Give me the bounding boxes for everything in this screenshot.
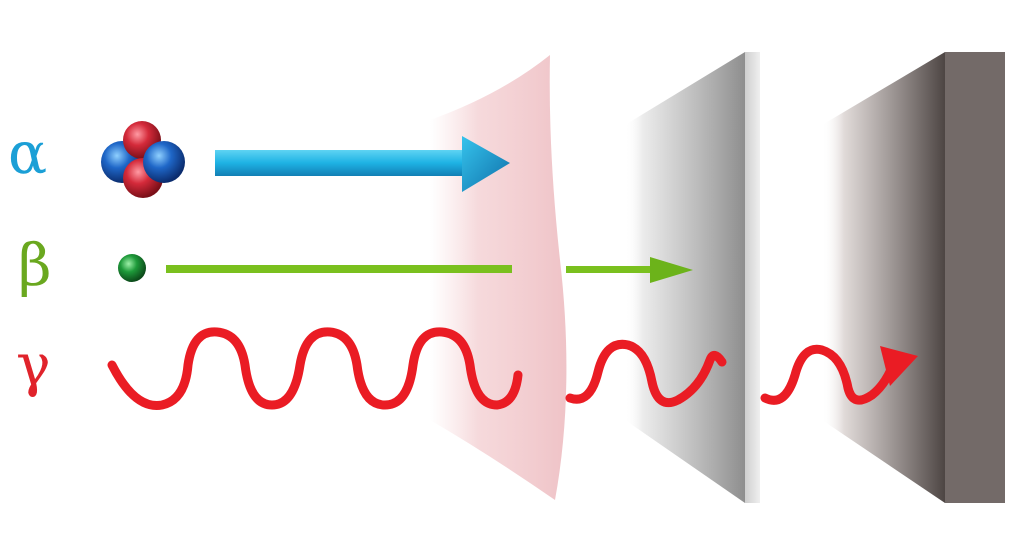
alpha-particle-icon bbox=[101, 121, 185, 198]
aluminium-sheet bbox=[625, 52, 760, 503]
paper-sheet bbox=[430, 55, 567, 500]
beta-arrow bbox=[166, 257, 693, 283]
alpha-label: α bbox=[8, 119, 48, 187]
beta-particle-icon bbox=[118, 254, 146, 282]
gamma-arrowhead bbox=[880, 346, 918, 386]
beta-label: β bbox=[18, 231, 52, 299]
gamma-wave bbox=[107, 327, 898, 410]
gamma-label: γ bbox=[16, 331, 51, 399]
lead-block bbox=[822, 52, 1005, 503]
alpha-arrow bbox=[215, 136, 510, 192]
